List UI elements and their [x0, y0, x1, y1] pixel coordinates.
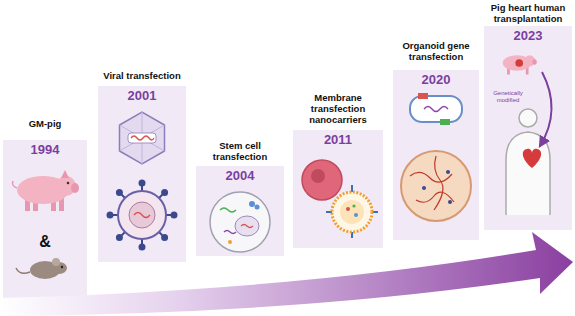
plasmid-diagram-part: [410, 96, 462, 122]
milestone-heading: Organoid gene transfection: [395, 40, 477, 62]
stem-cell-part: [235, 216, 259, 236]
mouse-icon-part: [52, 258, 60, 266]
organoid-part: [410, 156, 454, 210]
nanocarrier-part: [346, 207, 350, 211]
human-recipient: [506, 109, 550, 215]
enveloped-virus-part: [140, 245, 145, 250]
organoid: [401, 151, 471, 221]
enveloped-virus-part: [172, 213, 177, 218]
nanocarrier: [326, 185, 378, 238]
milestone-heading: Stem cell transfection: [204, 140, 276, 162]
year-label: 2011: [293, 132, 383, 147]
timeline-panel: Viral transfection 2001: [92, 70, 192, 103]
ampersand-label: &: [33, 233, 57, 251]
stem-cell-part: [220, 208, 236, 212]
donor-pig-part: [532, 59, 536, 65]
panel-background: [196, 166, 284, 256]
human-recipient-part: [519, 109, 537, 127]
mouse-icon: [16, 258, 67, 279]
stem-cell-part: [228, 240, 232, 244]
plasmid-diagram-part: [424, 107, 448, 112]
membrane-cell-part: [311, 169, 325, 183]
transplant-arrow: [540, 72, 552, 146]
nanocarrier-part: [352, 204, 355, 207]
pig-icon-part: [71, 183, 79, 193]
timeline-panel: Stem cell transfection 2004: [196, 140, 284, 183]
plasmid-diagram-part: [418, 93, 428, 99]
enveloped-virus-part: [117, 190, 122, 195]
panel-background: [484, 26, 572, 230]
membrane-cell-part: [302, 160, 342, 200]
panel-background: [293, 130, 383, 248]
plasmid-diagram: [410, 93, 462, 125]
organoid-part: [401, 151, 471, 221]
year-label: 2023: [484, 28, 572, 43]
stem-cell-part: [255, 205, 260, 210]
donor-pig: [503, 55, 537, 74]
timeline-panel: GM-pig 1994: [3, 118, 87, 157]
capsid-virus: [120, 112, 165, 164]
milestone-heading: Membrane transfection nanocarriers: [298, 92, 378, 125]
year-label: 2001: [92, 88, 192, 103]
mouse-icon-part: [61, 266, 63, 268]
stem-cell-part: [210, 192, 270, 252]
enveloped-virus-part: [117, 235, 122, 240]
panel-background: [98, 86, 186, 262]
human-recipient-part: [523, 149, 541, 168]
nanocarrier-part: [332, 192, 372, 232]
timeline-arrow: [0, 232, 573, 316]
mouse-icon-part: [16, 268, 30, 273]
membrane-cell: [302, 160, 342, 200]
pig-icon-part: [61, 170, 69, 178]
enveloped-virus-part: [162, 235, 167, 240]
milestone-heading: GM-pig: [3, 118, 87, 129]
nanocarrier-part: [340, 200, 364, 224]
milestone-heading: Pig heart human transplantation: [484, 2, 572, 24]
timeline-panel: Membrane transfection nanocarriers 2011: [293, 92, 383, 147]
stem-cell-part: [249, 201, 255, 207]
timeline-panel: Organoid gene transfection 2020: [393, 40, 479, 87]
enveloped-virus-part: [134, 213, 150, 218]
capsid-virus-part: [131, 136, 154, 140]
enveloped-virus-part: [162, 190, 167, 195]
stem-cell-part: [224, 231, 236, 234]
pig-icon-part: [13, 181, 18, 188]
panel-background: [3, 140, 87, 300]
enveloped-virus-part: [129, 202, 155, 228]
enveloped-virus-part: [140, 181, 145, 186]
year-label: 2020: [393, 72, 479, 87]
stem-cell-part: [241, 225, 253, 228]
panel-background: [393, 70, 479, 240]
stem-cell: [210, 192, 270, 252]
enveloped-virus: [108, 181, 177, 250]
organoid-part: [446, 170, 450, 174]
capsid-virus-part: [128, 133, 156, 143]
organoid-part: [448, 200, 452, 204]
pig-icon: [13, 170, 80, 211]
plasmid-diagram-part: [440, 119, 450, 125]
year-label: 2004: [196, 168, 284, 183]
organoid-part: [422, 186, 426, 190]
timeline-panel: Pig heart human transplantation 2023: [484, 2, 572, 43]
year-label: 1994: [3, 142, 87, 157]
human-recipient-part: [506, 132, 550, 215]
pig-icon-part: [67, 182, 70, 185]
enveloped-virus-part: [118, 191, 166, 239]
milestone-heading: Viral transfection: [92, 70, 192, 81]
annotation-label: Genetically modified: [486, 90, 530, 104]
enveloped-virus-part: [108, 213, 113, 218]
donor-pig-part: [515, 59, 523, 67]
capsid-virus-part: [120, 112, 165, 164]
capsid-virus-part: [120, 112, 165, 164]
nanocarrier-part: [354, 213, 358, 217]
